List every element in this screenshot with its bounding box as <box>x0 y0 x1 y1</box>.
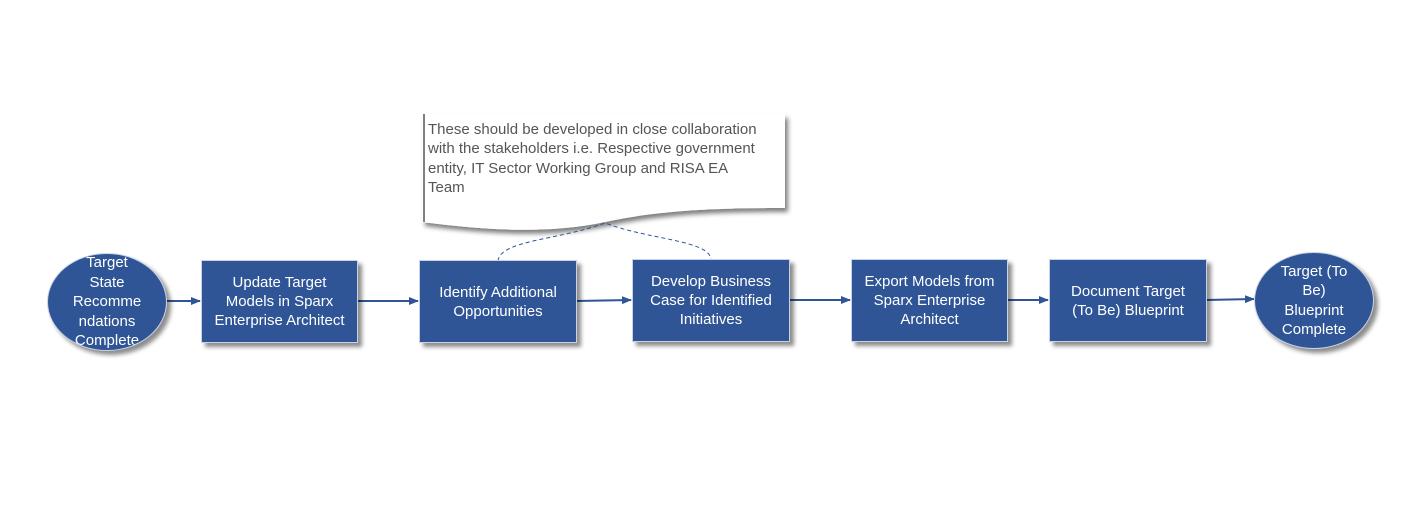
step-export-models[interactable]: Export Models from Sparx Enterprise Arch… <box>851 259 1008 342</box>
start-node-target-state-recommendations-complete[interactable]: Target State Recomme ndations Complete <box>47 253 167 351</box>
edge-document-to-end <box>1205 295 1255 304</box>
edge-identify-to-develop-business-case <box>575 296 632 305</box>
callout-brace-connector <box>497 222 712 262</box>
step-identify-additional-opportunities[interactable]: Identify Additional Opportunities <box>419 260 577 343</box>
step-document-target-blueprint[interactable]: Document Target (To Be) Blueprint <box>1049 259 1207 342</box>
step-update-target-models[interactable]: Update Target Models in Sparx Enterprise… <box>201 260 358 343</box>
callout-note-shape <box>422 114 785 230</box>
callout-note-text: These should be developed in close colla… <box>428 121 757 196</box>
step-develop-business-case[interactable]: Develop Business Case for Identified Ini… <box>632 259 790 342</box>
end-node-target-blueprint-complete[interactable]: Target (To Be) Blueprint Complete <box>1254 252 1374 349</box>
